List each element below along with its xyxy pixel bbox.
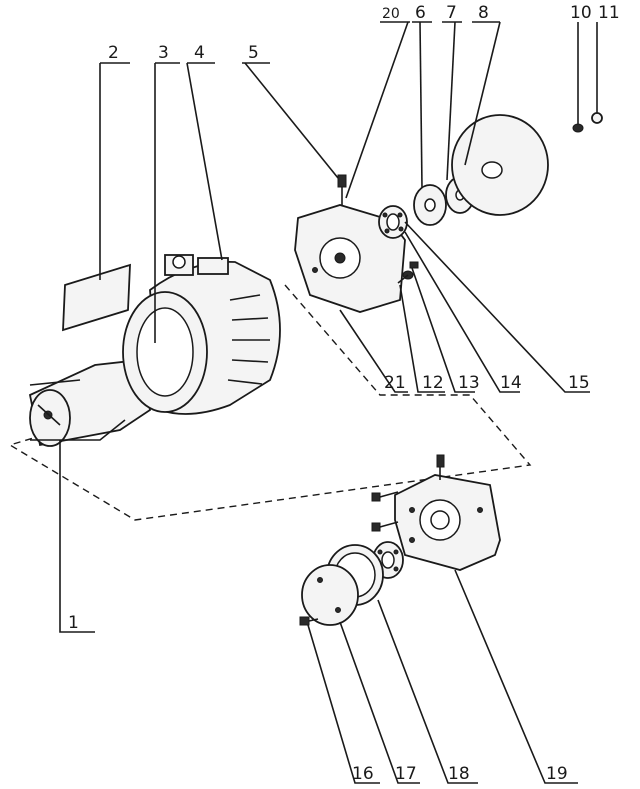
- label-14: 14: [500, 373, 522, 393]
- label-16: 16: [352, 764, 374, 784]
- part-15-bearing: [378, 205, 408, 239]
- part-18-bearing: [372, 541, 404, 579]
- label-6: 6: [415, 3, 426, 23]
- part-8-pulley: [451, 114, 549, 216]
- label-18: 18: [448, 764, 470, 784]
- part-6-flange: [413, 184, 447, 226]
- part-19-end-shield: [394, 454, 501, 571]
- label-8: 8: [478, 3, 489, 23]
- label-12: 12: [422, 373, 444, 393]
- label-3: 3: [158, 43, 169, 63]
- assembly-group-outline: [8, 284, 532, 521]
- label-5: 5: [248, 43, 259, 63]
- label-19: 19: [546, 764, 568, 784]
- part-1-capacitor-assembly: [28, 359, 152, 447]
- label-11: 11: [598, 3, 620, 23]
- label-20: 20: [382, 6, 400, 22]
- label-21: 21: [384, 373, 406, 393]
- lower-screws: [371, 491, 399, 532]
- part-20-top-bolt: [337, 174, 347, 205]
- leader-lines: [59, 21, 598, 784]
- part-4-motor-housing: [122, 254, 281, 415]
- part-2-cover-plate: [62, 263, 131, 332]
- label-10: 10: [570, 3, 592, 23]
- part-labels: 1 2 3 4 5 20 6 7 8 10 11 21 12 13 14 15 …: [68, 3, 620, 784]
- label-7: 7: [446, 3, 457, 23]
- label-2: 2: [108, 43, 119, 63]
- label-4: 4: [194, 43, 205, 63]
- part-21-end-shield: [294, 204, 406, 313]
- label-15: 15: [568, 373, 590, 393]
- part-16-cap: [299, 564, 359, 626]
- part-12-13-screws: [397, 261, 419, 284]
- label-13: 13: [458, 373, 480, 393]
- label-1: 1: [68, 613, 79, 633]
- label-17: 17: [395, 764, 417, 784]
